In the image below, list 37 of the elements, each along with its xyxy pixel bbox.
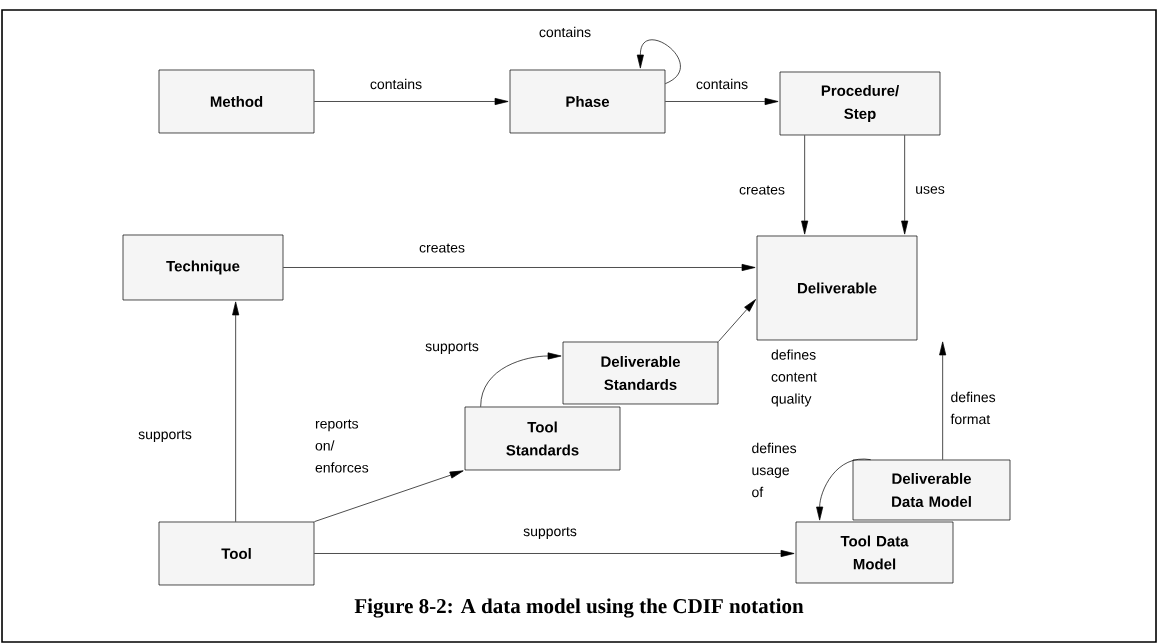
entity-box: Deliverable Standards [562, 341, 719, 405]
arrow [801, 135, 809, 235]
arrow [314, 470, 464, 522]
entity-box: Tool Data Model [795, 521, 954, 584]
edge-label: contains [370, 78, 422, 90]
edge-label: supports [138, 430, 192, 442]
arrow [314, 550, 795, 557]
edge-label: supports [425, 342, 479, 354]
arrow [636, 39, 681, 84]
edge-label: supports [523, 527, 577, 539]
figure-caption: Figure 8-2: A data model using the CDIF notation [354, 598, 804, 618]
entity-box: Tool Standards [464, 406, 621, 471]
entity-box: Deliverable Data Model [852, 459, 1011, 521]
arrow [480, 352, 562, 407]
arrow [901, 135, 909, 235]
arrow [232, 301, 240, 522]
entity-box: Procedure/ Step [779, 71, 941, 136]
edge-label: defines content quality [771, 349, 817, 407]
entity-box: Technique [122, 234, 284, 301]
arrow [816, 458, 871, 521]
edge-label: creates [419, 243, 465, 253]
edge-label: reports on/ enforces [315, 419, 369, 473]
arrow [314, 98, 509, 105]
entity-box: Phase [509, 69, 666, 134]
edge-label: defines format [950, 391, 996, 425]
entity-box: Deliverable [756, 235, 918, 341]
arrow [718, 299, 756, 342]
edge-label: creates [739, 185, 785, 195]
entity-box: Method [158, 69, 315, 134]
arrow [665, 98, 779, 105]
entity-box: Tool [158, 521, 315, 586]
arrow [939, 341, 947, 460]
edge-label: contains [696, 78, 748, 90]
edge-label: uses [916, 186, 945, 194]
edge-label: contains [539, 26, 591, 38]
edge-label: defines usage of [752, 442, 797, 498]
arrow [283, 264, 756, 271]
